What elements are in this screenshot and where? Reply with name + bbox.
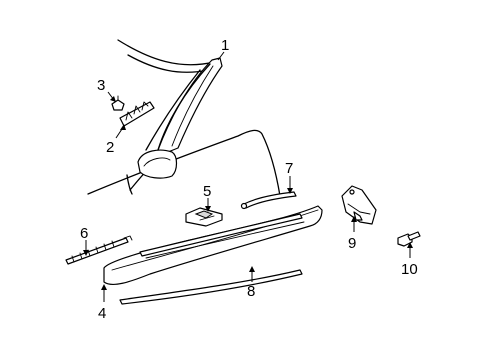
callout-7: 7 — [285, 160, 293, 177]
callout-2: 2 — [106, 139, 114, 156]
molding-clip — [185, 207, 223, 227]
callout-9: 9 — [348, 235, 356, 252]
rocker-panel-molding — [103, 205, 323, 286]
windshield-pillar-molding — [145, 57, 223, 153]
mounting-bracket — [341, 185, 377, 225]
callout-4: 4 — [98, 305, 106, 322]
callout-labels: 1 2 3 4 5 6 7 8 9 10 — [80, 37, 418, 322]
push-pin-fastener — [397, 231, 421, 247]
side-mirror — [137, 149, 178, 179]
callout-5: 5 — [203, 183, 211, 200]
clip-strip — [65, 235, 133, 265]
callout-1: 1 — [221, 37, 229, 54]
callout-6: 6 — [80, 225, 88, 242]
pillar-clip — [111, 95, 125, 111]
pillar-clip-strip — [119, 101, 155, 127]
leader-lines — [83, 51, 413, 302]
callout-3: 3 — [97, 77, 105, 94]
front-molding-extension — [240, 191, 297, 210]
callout-10: 10 — [401, 261, 418, 278]
rocker-lower-molding — [119, 269, 303, 305]
callout-8: 8 — [247, 283, 255, 300]
